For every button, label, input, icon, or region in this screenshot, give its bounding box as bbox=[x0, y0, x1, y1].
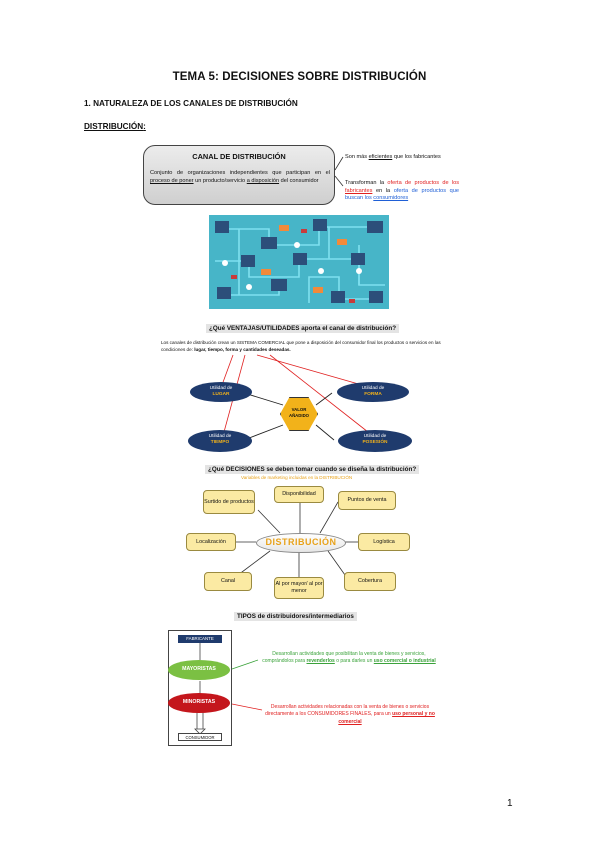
sub-heading: DISTRIBUCIÓN: bbox=[84, 122, 146, 131]
page-number: 1 bbox=[507, 798, 513, 809]
page-title: TEMA 5: DECISIONES SOBRE DISTRIBUCIÓN bbox=[172, 71, 427, 83]
al-por-mayor-box: Al por mayor/ al por menor bbox=[274, 577, 324, 599]
puntos-venta-box: Puntos de venta bbox=[338, 491, 396, 510]
section-heading: 1. NATURALEZA DE LOS CANALES DE DISTRIBU… bbox=[84, 99, 298, 108]
canal-title: CANAL DE DISTRIBUCIÓN bbox=[192, 152, 286, 161]
mayoristas-description: Desarrollan actividades que posibilitan … bbox=[262, 651, 436, 665]
fabricante-box: FABRICANTE bbox=[178, 635, 222, 643]
decisiones-heading: ¿Qué DECISIONES se deben tomar cuando se… bbox=[205, 465, 420, 474]
tipos-diagram-frame bbox=[168, 630, 232, 746]
canal-box: Canal bbox=[204, 572, 252, 591]
ventajas-heading: ¿Qué VENTAJAS/UTILIDADES aporta el canal… bbox=[206, 324, 400, 333]
sub-heading-text: DISTRIBUCIÓN bbox=[84, 122, 144, 131]
minoristas-description: Desarrollan actividades relacionadas con… bbox=[265, 704, 435, 725]
logistica-box: Logística bbox=[358, 533, 410, 551]
disponibilidad-box: Disponibilidad bbox=[274, 486, 324, 503]
cobertura-box: Cobertura bbox=[344, 572, 396, 591]
surtido-box: Surtido de productos bbox=[203, 490, 255, 514]
mayoristas-ellipse: MAYORISTAS bbox=[168, 660, 230, 680]
sub-heading-colon: : bbox=[143, 122, 146, 131]
canal-note-eficientes: Son más eficientes que los fabricantes bbox=[345, 154, 441, 160]
consumidor-box: CONSUMIDOR bbox=[178, 733, 222, 741]
distribution-network-illustration bbox=[209, 215, 389, 309]
decisiones-subheading: Variables de marketing incluidas en la D… bbox=[241, 475, 353, 480]
canal-definition-box: CANAL DE DISTRIBUCIÓN Conjunto de organi… bbox=[143, 145, 335, 205]
minoristas-ellipse: MINORISTAS bbox=[168, 693, 230, 713]
canal-description: Conjunto de organizaciones independiente… bbox=[150, 170, 330, 185]
tipos-heading: TIPOS de distribuidores/intermediarios bbox=[234, 612, 357, 621]
localizacion-box: Localización bbox=[186, 533, 236, 551]
canal-note-transforman: Transforman la oferta de productos de lo… bbox=[345, 180, 459, 202]
distribucion-center-ellipse: DISTRIBUCIÓN bbox=[256, 533, 346, 553]
ventajas-paragraph: Los canales de distribución crean un SIS… bbox=[161, 340, 441, 352]
